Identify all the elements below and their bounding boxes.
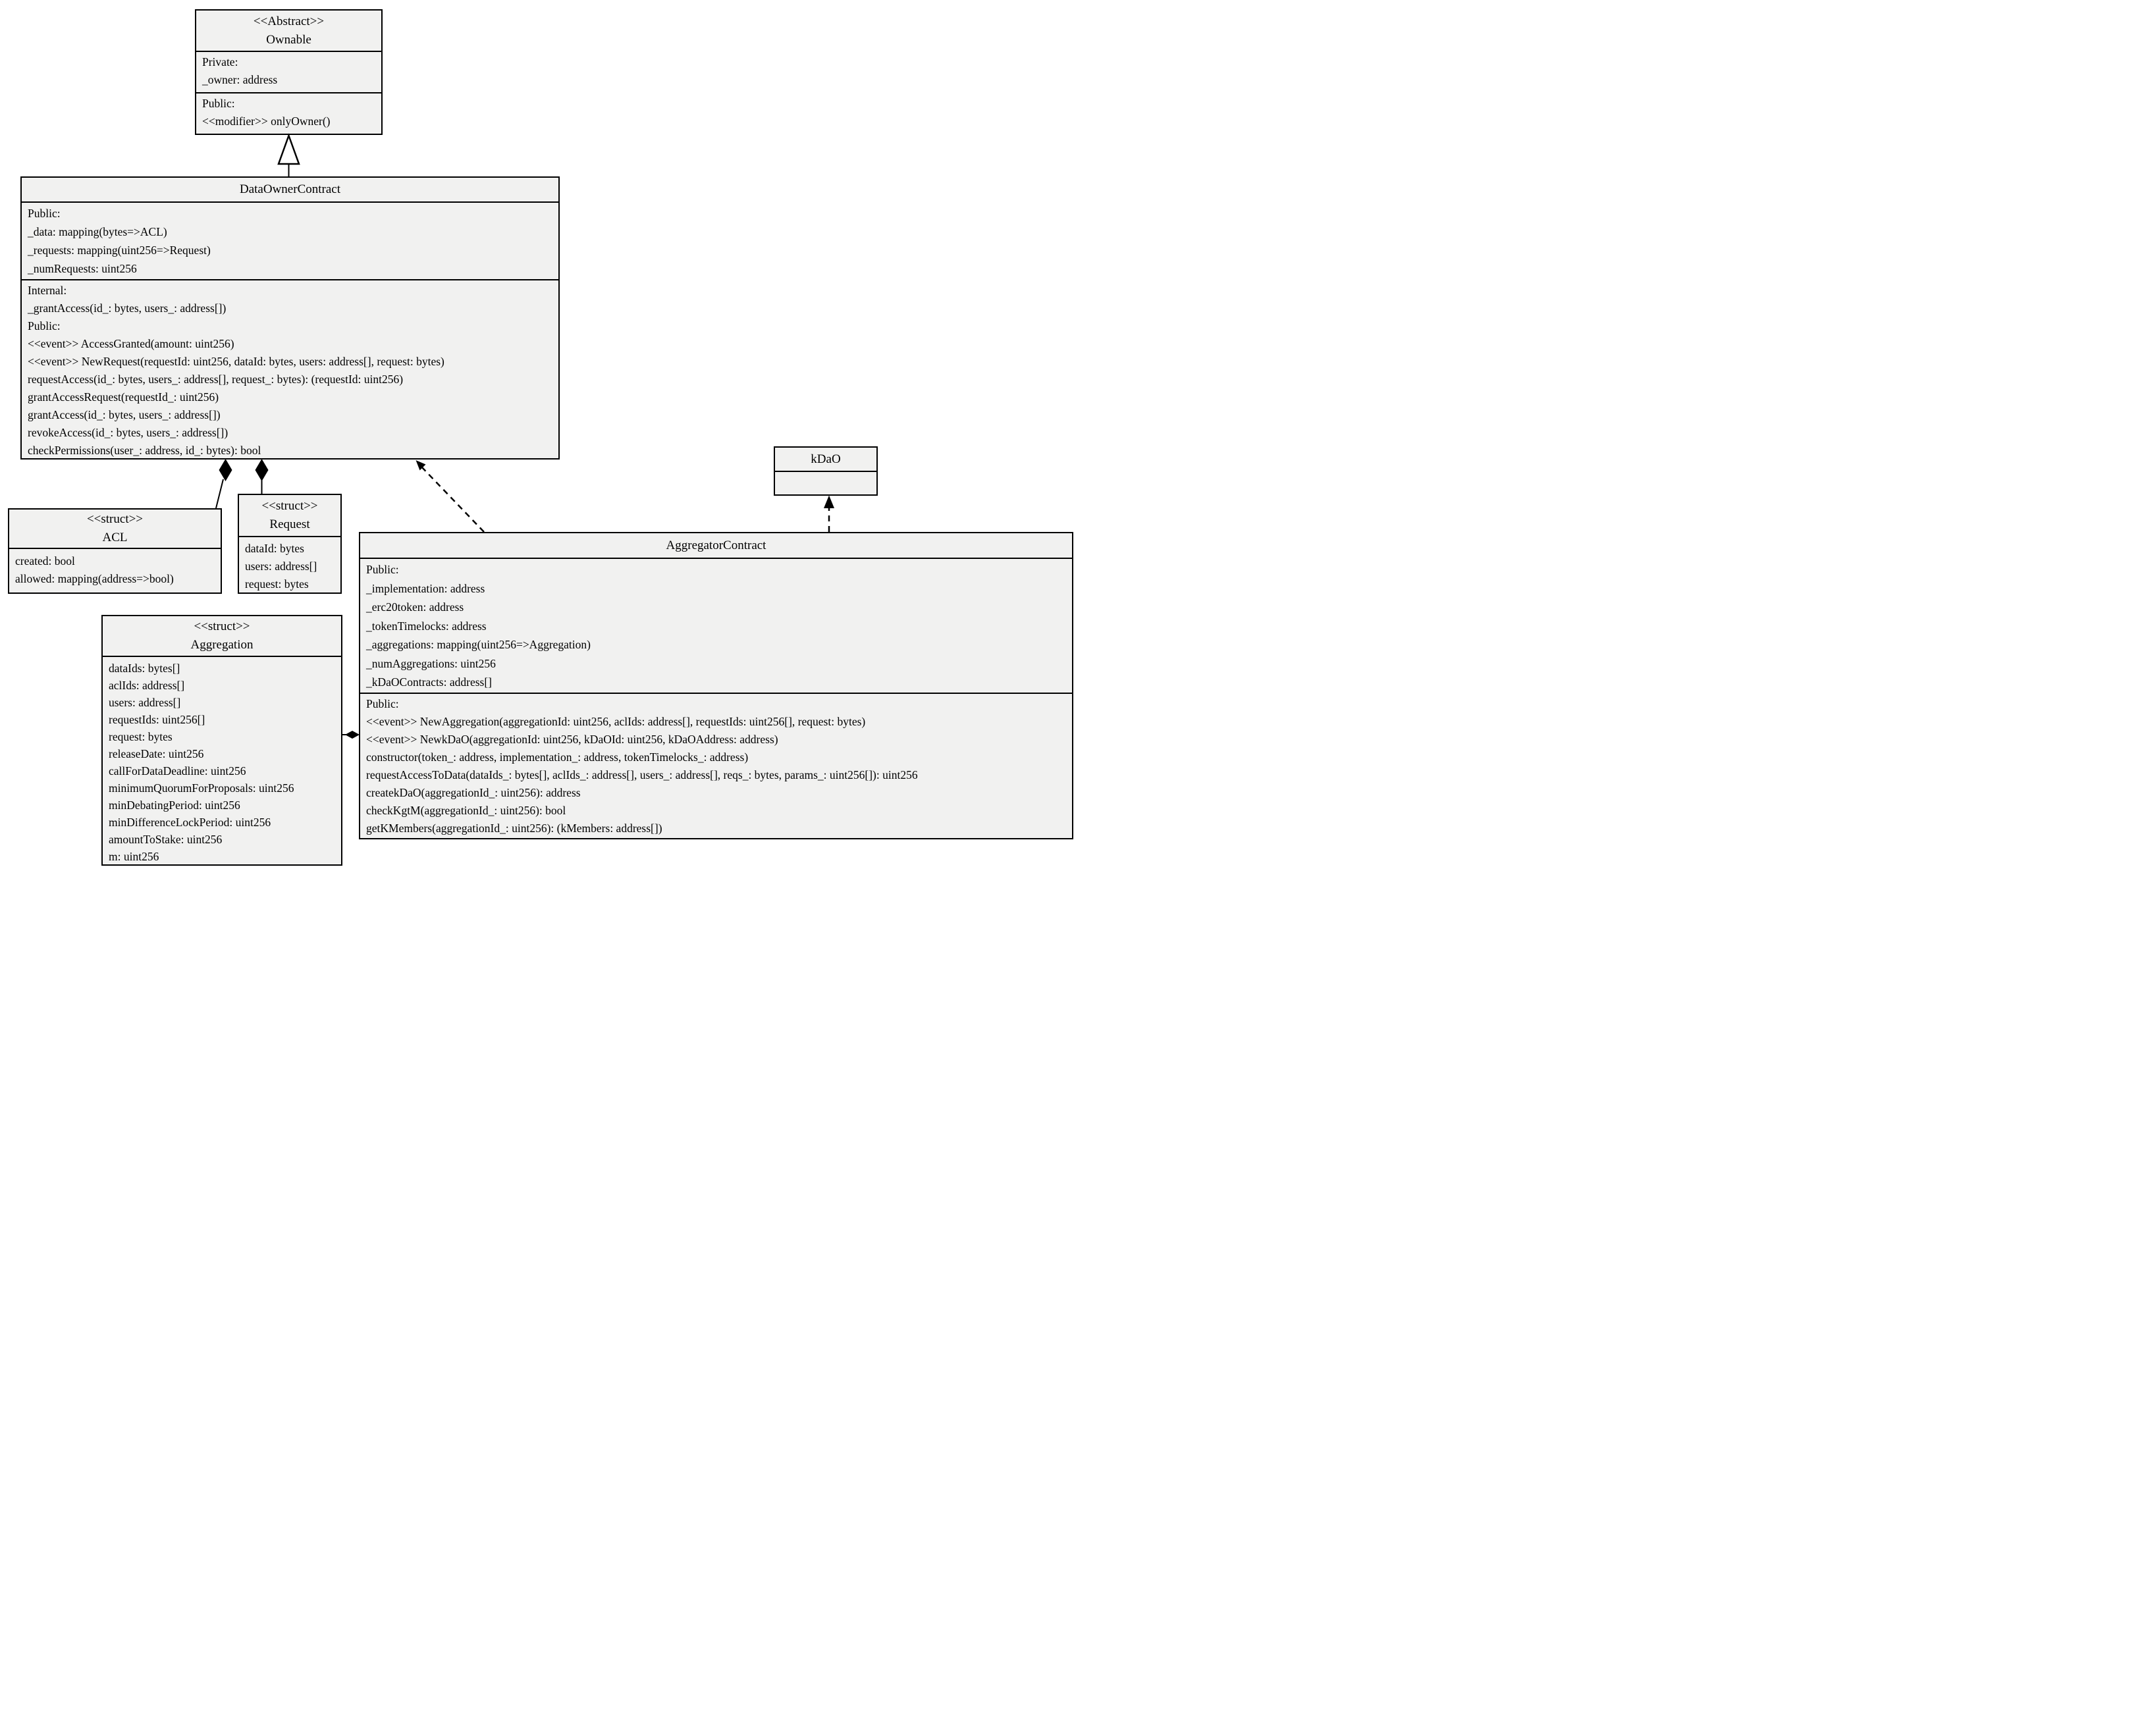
aggregation-fields-section: dataIds: bytes[] aclIds: address[] users: … — [103, 656, 341, 864]
member-line: constructor(token_: address, implementat… — [366, 750, 749, 764]
member-line: checkPermissions(user_: address, id_: by… — [28, 444, 261, 457]
member-line: <<event>> AccessGranted(amount: uint256) — [28, 337, 234, 350]
member-line: getKMembers(aggregationId_: uint256): (k… — [366, 822, 662, 835]
composition-aggregator-to-aggregation-edge — [342, 731, 360, 739]
aggregation-name: Aggregation — [190, 638, 254, 652]
member-line: _owner: address — [202, 73, 278, 86]
member-line: created: bool — [15, 554, 75, 567]
struct-box-aggregation: <<struct>> Aggregation dataIds: bytes[] a… — [101, 615, 342, 866]
composition-dataowner-to-acl-edge — [215, 459, 232, 509]
ownable-private-section: Private: _owner: address — [196, 51, 381, 92]
acl-title: <<struct>> ACL — [9, 510, 221, 548]
member-line: _implementation: address — [366, 581, 485, 595]
struct-box-request: <<struct>> Request dataId: bytes users: a… — [238, 494, 342, 594]
member-line: _numAggregations: uint256 — [366, 656, 496, 670]
member-line: grantAccessRequest(requestId_: uint256) — [28, 390, 219, 404]
member-line: <<event>> NewRequest(requestId: uint256,… — [28, 355, 444, 368]
member-line: _requests: mapping(uint256=>Request) — [28, 244, 211, 257]
request-title: <<struct>> Request — [239, 495, 340, 536]
member-line: _data: mapping(bytes=>ACL) — [28, 225, 167, 238]
aggregation-stereotype: <<struct>> — [194, 619, 250, 633]
member-line: users: address[] — [109, 696, 181, 709]
aggregatorcontract-name: AggregatorContract — [666, 538, 766, 552]
class-box-kdao: kDaO — [774, 446, 878, 496]
dataownercontract-attributes-section: Public: _data: mapping(bytes=>ACL) _reques… — [22, 201, 558, 279]
filled-diamond-icon — [345, 731, 360, 739]
ownable-title: <<Abstract>> Ownable — [196, 11, 381, 51]
kdao-name: kDaO — [811, 452, 841, 466]
filled-arrowhead-icon — [824, 495, 834, 508]
hollow-triangle-arrowhead-icon — [277, 133, 300, 165]
aggregatorcontract-attributes-section: Public: _implementation: address _erc20tok… — [360, 558, 1072, 693]
member-line: requestAccessToData(dataIds_: bytes[], a… — [366, 768, 918, 781]
aggregatorcontract-methods-section: Public: <<event>> NewAggregation(aggregat… — [360, 693, 1072, 838]
member-line: request: bytes — [245, 577, 309, 591]
acl-stereotype: <<struct>> — [86, 512, 144, 526]
member-line: callForDataDeadline: uint256 — [109, 764, 246, 777]
member-line: createkDaO(aggregationId_: uint256): add… — [366, 786, 581, 799]
struct-box-acl: <<struct>> ACL created: bool allowed: map… — [8, 508, 222, 594]
uml-class-diagram: <<Abstract>> Ownable Private: _owner: add… — [0, 0, 1073, 868]
member-line: amountToStake: uint256 — [109, 833, 223, 846]
ownable-name: Ownable — [266, 32, 311, 47]
request-name: Request — [269, 517, 310, 531]
member-line: request: bytes — [109, 730, 173, 743]
class-box-aggregatorcontract: AggregatorContract Public: _implementatio… — [359, 532, 1073, 839]
dependency-aggregator-to-dataowner-edge — [416, 460, 485, 533]
member-line: _erc20token: address — [366, 600, 464, 614]
ownable-public-section: Public: <<modifier>> onlyOwner() — [196, 92, 381, 134]
member-line: Private: — [202, 55, 238, 68]
member-line: Public: — [366, 697, 399, 710]
dataownercontract-methods-section: Internal: _grantAccess(id_: bytes, users_… — [22, 279, 558, 458]
member-line: _aggregations: mapping(uint256=>Aggregat… — [366, 638, 591, 651]
filled-diamond-icon — [219, 459, 232, 481]
member-line: minimumQuorumForProposals: uint256 — [109, 781, 294, 795]
member-line: _numRequests: uint256 — [28, 262, 137, 275]
member-line: revokeAccess(id_: bytes, users_: address… — [28, 426, 228, 439]
request-fields-section: dataId: bytes users: address[] request: by… — [239, 536, 340, 592]
member-line: minDebatingPeriod: uint256 — [109, 799, 240, 812]
dependency-aggregator-to-kdao-edge — [824, 495, 834, 532]
member-line: requestAccess(id_: bytes, users_: addres… — [28, 373, 404, 386]
member-line: releaseDate: uint256 — [109, 747, 204, 760]
kdao-empty-section — [775, 471, 876, 494]
class-box-dataownercontract: DataOwnerContract Public: _data: mapping(… — [20, 176, 560, 460]
member-line: Internal: — [28, 284, 67, 297]
member-line: m: uint256 — [109, 850, 159, 863]
member-line: dataId: bytes — [245, 542, 304, 555]
kdao-title: kDaO — [775, 448, 876, 471]
member-line: _grantAccess(id_: bytes, users_: address… — [28, 302, 227, 315]
member-line: requestIds: uint256[] — [109, 713, 205, 726]
member-line: _kDaOContracts: address[] — [366, 675, 492, 689]
member-line: minDifferenceLockPeriod: uint256 — [109, 816, 271, 829]
aggregation-title: <<struct>> Aggregation — [103, 616, 341, 656]
member-line: Public: — [202, 97, 235, 110]
filled-arrowhead-icon — [416, 460, 426, 471]
member-line: aclIds: address[] — [109, 679, 185, 692]
aggregatorcontract-title: AggregatorContract — [360, 533, 1072, 558]
generalization-dataowner-to-ownable-edge — [277, 133, 300, 176]
dataownercontract-name: DataOwnerContract — [240, 182, 340, 196]
filled-diamond-icon — [255, 459, 269, 481]
member-line: Public: — [28, 319, 61, 332]
class-box-ownable: <<Abstract>> Ownable Private: _owner: add… — [195, 9, 383, 135]
member-line: dataIds: bytes[] — [109, 662, 180, 675]
dataownercontract-title: DataOwnerContract — [22, 178, 558, 201]
member-line: allowed: mapping(address=>bool) — [15, 572, 174, 585]
acl-fields-section: created: bool allowed: mapping(address=>b… — [9, 548, 221, 592]
member-line: _tokenTimelocks: address — [366, 619, 487, 633]
member-line: grantAccess(id_: bytes, users_: address[… — [28, 408, 221, 421]
acl-name: ACL — [102, 531, 128, 544]
member-line: <<event>> NewAggregation(aggregationId: … — [366, 715, 866, 728]
member-line: <<event>> NewkDaO(aggregationId: uint256… — [366, 733, 778, 746]
member-line: <<modifier>> onlyOwner() — [202, 115, 331, 128]
request-stereotype: <<struct>> — [261, 499, 318, 513]
member-line: Public: — [28, 207, 61, 220]
ownable-stereotype: <<Abstract>> — [253, 14, 325, 28]
member-line: users: address[] — [245, 560, 317, 573]
member-line: Public: — [366, 563, 399, 576]
member-line: checkKgtM(aggregationId_: uint256): bool — [366, 804, 566, 817]
composition-dataowner-to-request-edge — [255, 459, 269, 494]
